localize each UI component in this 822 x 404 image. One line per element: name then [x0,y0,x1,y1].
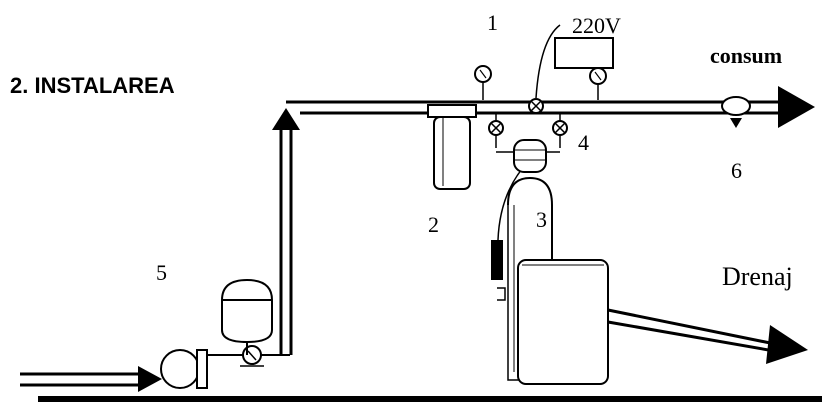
label-voltage: 220V [572,13,621,38]
pressure-gauge-icon [589,67,607,100]
controller-box [554,37,614,69]
pressure-tank [221,278,273,355]
pressure-gauge-icon [474,65,492,100]
pump-icon [160,349,208,389]
label-2: 2 [428,212,439,237]
pump-gauge [207,345,290,367]
label-3: 3 [536,207,547,232]
label-consum: consum [710,43,782,68]
label-5: 5 [156,260,167,285]
label-1: 1 [487,10,498,35]
label-6: 6 [731,158,742,183]
tank-side-bracket [497,287,506,301]
brine-tank [517,259,609,385]
section-title: 2. INSTALAREA [10,73,175,98]
label-4: 4 [578,130,589,155]
riser-pipe [272,108,300,355]
softener-head [513,139,547,173]
valve-icon [552,113,568,148]
inlet-pipe [20,366,162,392]
tank-control-block [491,240,503,280]
sampling-tap [721,96,751,128]
valve-icon [528,98,544,114]
label-drain: Drenaj [722,262,793,291]
ground-line [38,396,822,402]
valve-icon [488,113,504,148]
softener-tank [507,176,553,381]
sediment-filter [427,104,477,190]
drain-pipe [607,308,808,364]
